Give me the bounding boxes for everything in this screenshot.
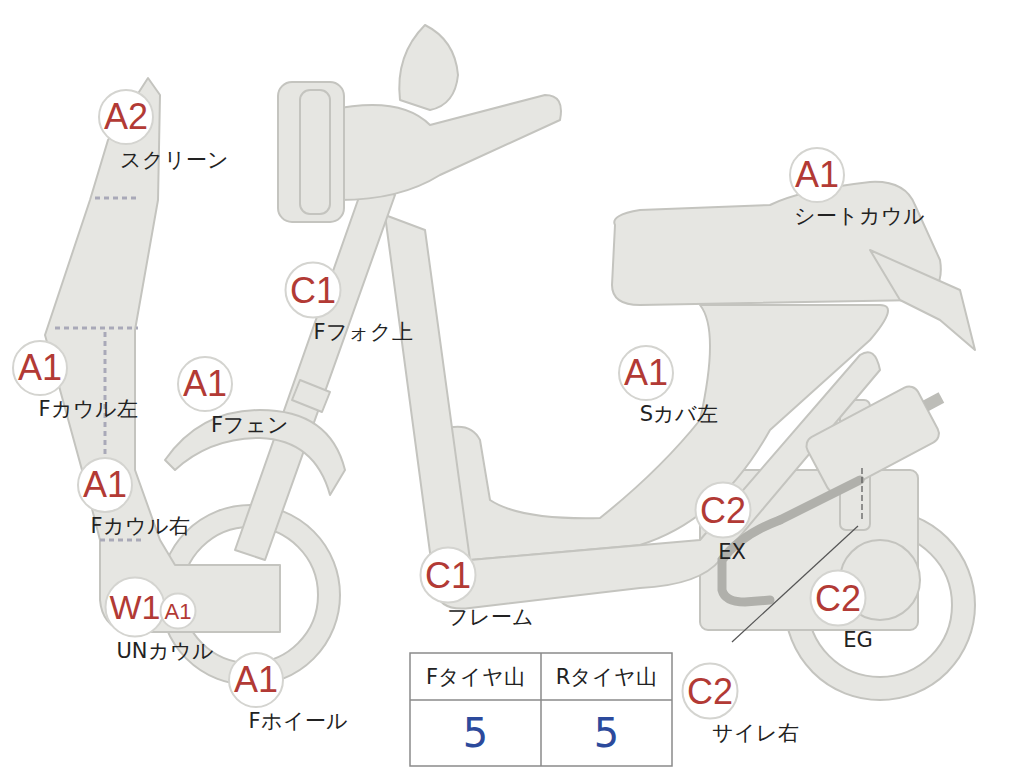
grade-code: C2 xyxy=(700,489,746,531)
grade-circle: A2 xyxy=(98,89,154,145)
grade-code: A1 xyxy=(234,659,278,701)
muffler xyxy=(803,383,942,496)
frame xyxy=(385,215,880,609)
grade-circle: C1 xyxy=(420,547,477,604)
front-cowl xyxy=(45,78,280,632)
grade-circle: A1 xyxy=(177,356,233,412)
table-header: Rタイヤ山 xyxy=(541,653,672,700)
headlight xyxy=(278,82,344,222)
leader-line xyxy=(861,468,862,522)
tail xyxy=(870,250,975,350)
part-name: サイレ右 xyxy=(712,722,799,745)
headlight-lens xyxy=(300,90,330,214)
split-line xyxy=(55,327,138,330)
grade-circle: W1 xyxy=(105,577,166,638)
grade-circle: C2 xyxy=(682,663,739,720)
part-name: Fホイール xyxy=(248,710,347,733)
mirror xyxy=(399,25,458,110)
handlebar xyxy=(330,95,561,200)
part-name: EG xyxy=(843,629,873,652)
exhaust-pipe xyxy=(780,480,860,520)
part-name: シートカウル xyxy=(794,205,925,228)
front-fender xyxy=(165,410,345,495)
tire-table xyxy=(410,653,672,766)
grade-code: C1 xyxy=(425,554,471,596)
grade-circle: A1 xyxy=(618,345,674,401)
grade-circle: A1 xyxy=(77,457,133,513)
part-name: Fカウル左 xyxy=(38,398,137,421)
part-name: EX xyxy=(718,541,746,564)
grade-code: C2 xyxy=(815,577,861,619)
muffler-tip xyxy=(923,392,945,411)
part-name: Fフォク上 xyxy=(313,321,412,344)
grade-circle: A1 xyxy=(789,147,845,203)
front-fork xyxy=(235,180,395,560)
grade-code: W1 xyxy=(110,588,161,627)
grade-code: C2 xyxy=(687,670,733,712)
grade-circle: A1 xyxy=(12,340,68,396)
grade-code: A2 xyxy=(104,96,148,138)
table-value: 5 xyxy=(541,700,672,766)
grade-circle: A1 xyxy=(160,593,197,630)
grade-code: A1 xyxy=(795,154,839,196)
grade-code: A1 xyxy=(624,352,668,394)
split-line xyxy=(95,197,140,200)
part-name: UNカウル xyxy=(116,640,213,663)
part-name: フレーム xyxy=(447,606,534,629)
grade-circle: C1 xyxy=(285,262,342,319)
table-header: Fタイヤ山 xyxy=(410,653,541,700)
fork-band xyxy=(292,380,330,412)
grade-circle: C2 xyxy=(810,570,867,627)
part-name: Sカバ左 xyxy=(640,403,718,426)
grade-code: C1 xyxy=(290,269,336,311)
part-name: Fフェン xyxy=(211,414,289,437)
split-line xyxy=(100,539,142,542)
part-name: スクリーン xyxy=(120,149,229,172)
grade-code: A1 xyxy=(183,363,227,405)
grade-code: A1 xyxy=(18,347,62,389)
grade-code: A1 xyxy=(83,464,127,506)
grade-circle: A1 xyxy=(228,652,284,708)
grade-code: A1 xyxy=(165,598,192,624)
split-line xyxy=(104,332,107,460)
grade-circle: C2 xyxy=(695,482,752,539)
table-value: 5 xyxy=(410,700,541,766)
table-rule xyxy=(540,653,542,766)
part-name: Fカウル右 xyxy=(90,515,189,538)
